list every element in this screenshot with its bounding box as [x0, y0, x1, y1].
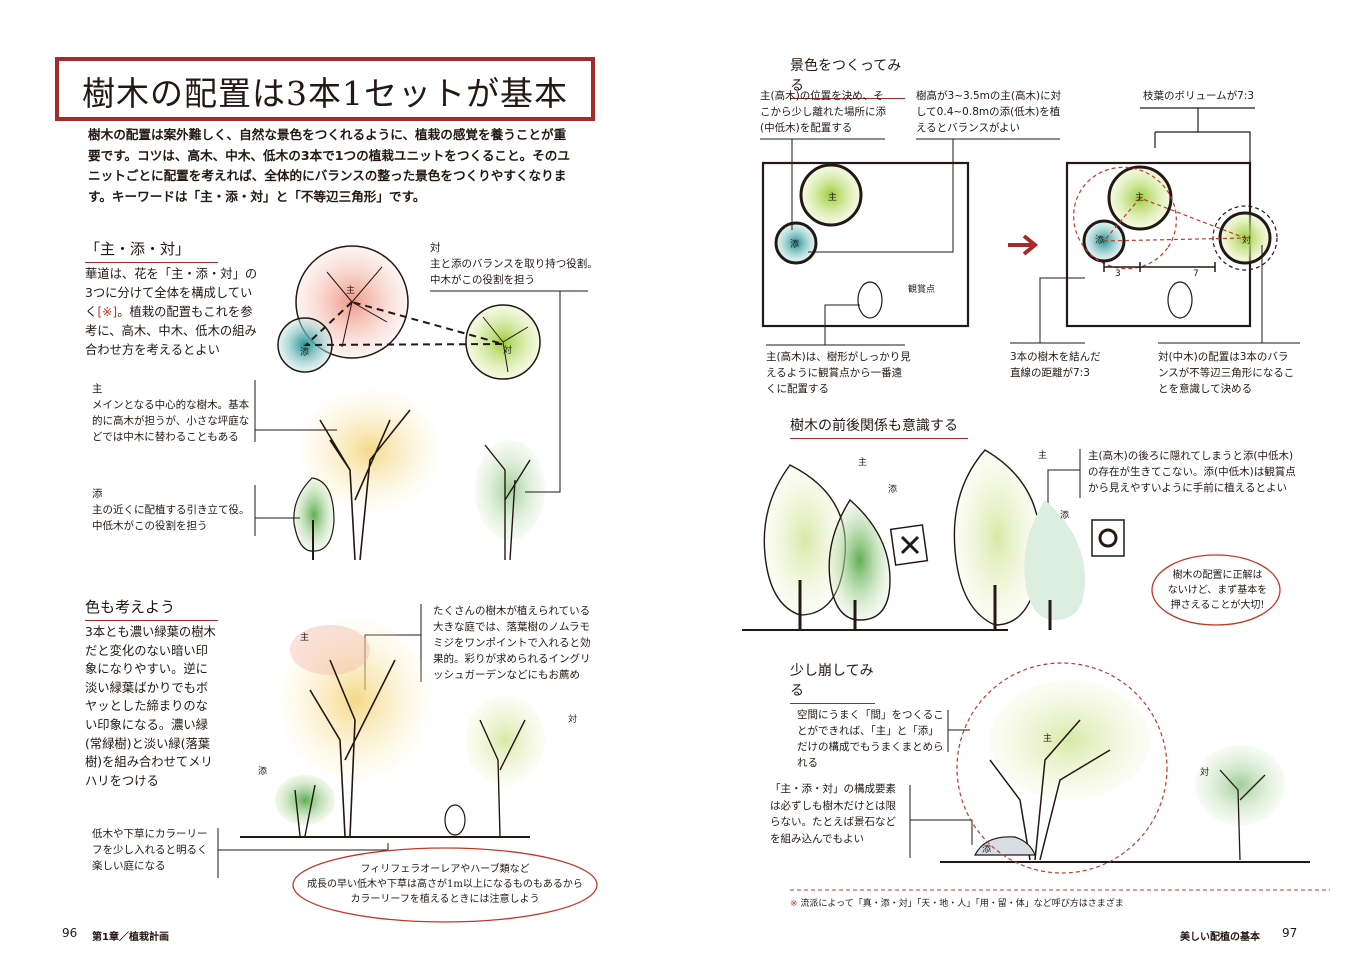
section1-body-text-after: 。植栽の配置もこれを参考に、高木、中木、低木の組み合わせ方を考えるとよい — [85, 305, 257, 357]
stone-label-soe: 添 — [982, 845, 992, 855]
footnote: ※ 流派によって「真・添・対」「天・地・人」「用・留・体」など呼び方はさまざま — [790, 896, 1124, 912]
bubble-line: 樹木の配置に正解は — [1172, 570, 1263, 581]
section2-body: 3本とも濃い緑葉の樹木だと変化のない暗い印象になりやすい。逆に淡い緑葉ばかりでも… — [85, 625, 216, 788]
tree-label-shu-bad: 主 — [858, 458, 868, 468]
viewpoint-label: 観賞点 — [908, 285, 936, 295]
bubble-line: フィリフェラオーレアやハーブ類など — [360, 864, 530, 875]
chapter-footer: 第1章／植栽計画 — [92, 932, 169, 943]
tree-label-shu: 主 — [300, 633, 310, 643]
section-heading-color: 色も考えよう — [85, 596, 218, 621]
footnote-mark: [※] — [97, 305, 118, 319]
arrow-right-icon — [1008, 234, 1039, 256]
tree-label-shu-good: 主 — [1038, 451, 1048, 461]
ratio-label-7: 7 — [1193, 269, 1199, 279]
title-box: 樹木の配置は3本1セットが基本 — [55, 57, 595, 121]
tree-label-shu-break: 主 — [1043, 734, 1053, 744]
annotation-ma-space: 空間にうまく「間」をつくることができれば、「主」と「添」だけの構成でもうまくまと… — [797, 709, 944, 769]
plan-diagram — [277, 245, 541, 380]
annotation-soe: 添主の近くに配植する引き立て役。中低木がこの役割を担う — [92, 486, 252, 534]
section-footer: 美しい配植の基本 — [1180, 932, 1260, 943]
annotation-tai: 対主と添のバランスを取り持つ役割。中木がこの役割を担う — [430, 240, 600, 288]
annotation-title: 添 — [92, 488, 103, 500]
section-heading-shu-soe-tai: 「主・添・対」 — [85, 238, 218, 263]
plan-label-shu: 主 — [346, 286, 356, 296]
cross-mark-icon — [900, 535, 920, 555]
annotation-height-balance: 樹高が3~3.5mの主(高木)に対して0.4~0.8mの添(低木)を植えるとバラ… — [916, 90, 1062, 134]
elevation-trees — [293, 390, 545, 561]
bubble-line: 押さえることが大切! — [1170, 600, 1265, 611]
annotation-volume-ratio: 枝葉のボリュームが7:3 — [1143, 90, 1255, 102]
annotation-big-garden: たくさんの樹木が植えられている大きな庭では、落葉樹のノムラモミジをワンポイントで… — [433, 605, 591, 681]
page-title: 樹木の配置は3本1セットが基本 — [82, 74, 568, 113]
annotation-shu: 主メインとなる中心的な樹木。基本的に高木が担うが、小さな坪庭などでは中木に替わる… — [92, 381, 252, 445]
section-heading-front-back: 樹木の前後関係も意識する — [790, 415, 968, 439]
annotation-title: 対 — [430, 242, 441, 254]
annotation-text: 主と添のバランスを取り持つ役割。中木がこの役割を担う — [430, 258, 598, 286]
plan-label-shu-left: 主 — [828, 193, 838, 203]
leader-lines — [217, 290, 588, 878]
plan-label-soe-right: 添 — [1095, 236, 1105, 246]
tree-label-tai-break: 対 — [1200, 768, 1210, 778]
annotation-distance-ratio: 3本の樹木を結んだ直線の距離が7:3 — [1010, 351, 1101, 379]
broken-layout-illustration — [790, 662, 1330, 891]
annotation-place-shu: 主(高木)の位置を決め、そこから少し離れた場所に添(中低木)を配置する — [760, 90, 886, 134]
annotation-color-leaf: 低木や下草にカラーリーフを少し入れると明るく楽しい庭になる — [92, 828, 208, 872]
plan-label-soe: 添 — [300, 348, 310, 358]
footnote-mark: ※ — [790, 899, 798, 909]
right-leader-lines — [760, 107, 1300, 858]
plan-label-shu-right: 主 — [1135, 193, 1145, 203]
plan-label-tai: 対 — [503, 346, 513, 356]
section-heading-break: 少し崩してみる — [790, 660, 875, 704]
section-heading-make-scenery: 景色をつくってみる — [790, 55, 905, 99]
annotation-scalene-triangle: 対(中木)の配置は3本のバランスが不等辺三角形になることを意識して決める — [1158, 351, 1295, 395]
intro-paragraph: 樹木の配置は案外難しく、自然な景色をつくれるように、植栽の感覚を養うことが重要で… — [88, 127, 570, 204]
tree-label-tai: 対 — [568, 715, 578, 725]
plan-label-tai-right: 対 — [1242, 236, 1252, 246]
tree-label-soe-bad: 添 — [888, 485, 898, 495]
front-back-trees — [742, 449, 1281, 631]
annotation-text: 主の近くに配植する引き立て役。中低木がこの役割を担う — [92, 504, 250, 532]
annotation-title: 主 — [92, 383, 103, 395]
annotation-shu-farthest: 主(高木)は、樹形がしっかり見えるように観賞点から一番遠くに配置する — [766, 351, 911, 395]
plan-label-soe-left: 添 — [790, 240, 800, 250]
color-garden-illustration — [240, 620, 598, 923]
bubble-line: カラーリーフを植えるときには注意しよう — [350, 894, 540, 905]
circle-mark-icon — [1098, 528, 1118, 548]
page-number-left: 96 — [62, 926, 78, 940]
section1-body: 華道は、花を「主・添・対」の3つに分けて全体を構成していく[※]。植栽の配置もこ… — [85, 265, 260, 360]
bubble-line: 成長の早い低木や下草は高さが1m以上になるものもあるから — [307, 879, 583, 890]
footnote-text: 流派によって「真・添・対」「天・地・人」「用・留・体」など呼び方はさまざま — [800, 899, 1124, 909]
tree-label-soe-good: 添 — [1060, 511, 1070, 521]
annotation-text: メインとなる中心的な樹木。基本的に高木が担うが、小さな坪庭などでは中木に替わるこ… — [92, 399, 250, 443]
section1-body-text: 華道は、花を「主・添・対」の3つに分けて全体を構成していく — [85, 267, 258, 319]
ratio-label-3: 3 — [1115, 269, 1121, 279]
speech-bubble-caution: フィリフェラオーレアやハーブ類など成長の早い低木や下草は高さが1m以上になるもの… — [295, 862, 595, 907]
page-number-right: 97 — [1282, 926, 1298, 940]
bubble-line: ないけど、まず基本を — [1167, 585, 1268, 596]
speech-bubble-tip: 樹木の配置に正解はないけど、まず基本を押さえることが大切! — [1155, 568, 1280, 613]
annotation-stone: 「主・添・対」の構成要素は必ずしも樹木だけとは限らない。たとえば景石などを組み込… — [770, 783, 896, 845]
plan-boxes — [761, 161, 1278, 328]
tree-label-soe: 添 — [258, 767, 268, 777]
annotation-front-back: 主(高木)の後ろに隠れてしまうと添(中低木)の存在が生きてこない。添(中低木)は… — [1088, 450, 1296, 494]
